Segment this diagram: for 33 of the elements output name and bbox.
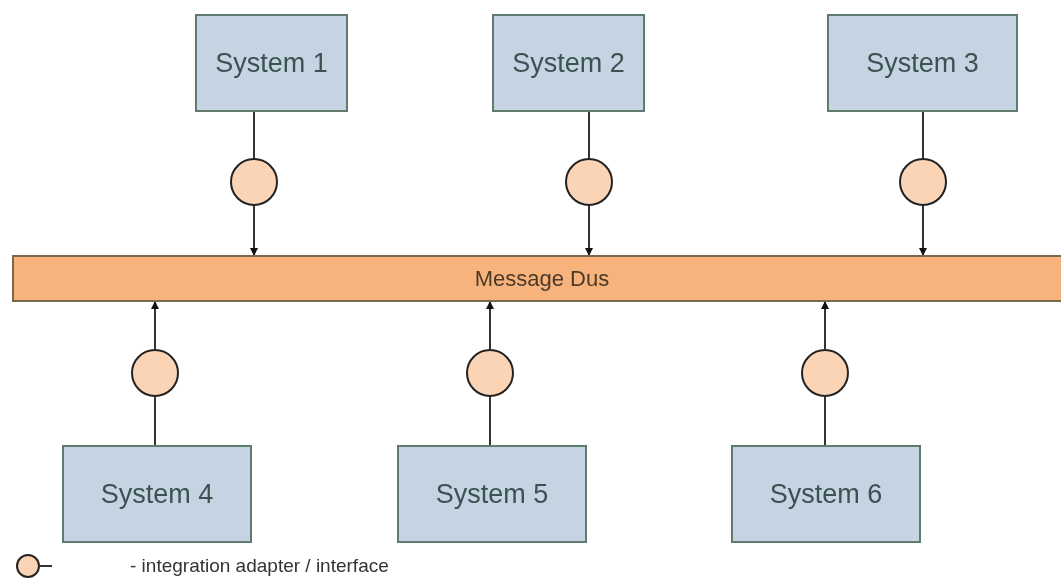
arrow (151, 301, 159, 350)
system-box (827, 14, 1018, 112)
connector-line (922, 111, 924, 159)
arrow (250, 205, 258, 256)
system-label: System 4 (100, 478, 214, 511)
connector-line (588, 111, 590, 159)
adapter-circle (565, 158, 613, 206)
bus-label: Message Dus (474, 265, 610, 292)
connector-line (824, 396, 826, 446)
system-label: System 6 (769, 478, 883, 511)
connector-line (253, 111, 255, 159)
system-label: System 1 (215, 47, 328, 80)
system-box (62, 445, 252, 543)
adapter-circle (230, 158, 278, 206)
connector-line (489, 396, 491, 446)
system-label: System 2 (512, 47, 625, 80)
message-bus-band (12, 255, 1061, 302)
system-label: System 5 (435, 478, 549, 511)
adapter-circle (131, 349, 179, 397)
arrow (919, 205, 927, 256)
adapter-circle (466, 349, 514, 397)
system-box (397, 445, 587, 543)
arrow (821, 301, 829, 350)
legend-text: - integration adapter / interface (130, 555, 389, 577)
arrow (585, 205, 593, 256)
system-label: System 3 (866, 47, 979, 80)
arrow (486, 301, 494, 350)
adapter-circle (801, 349, 849, 397)
system-box (492, 14, 645, 112)
connector-line (154, 396, 156, 446)
system-box (195, 14, 348, 112)
adapter-circle (899, 158, 947, 206)
system-box (731, 445, 921, 543)
